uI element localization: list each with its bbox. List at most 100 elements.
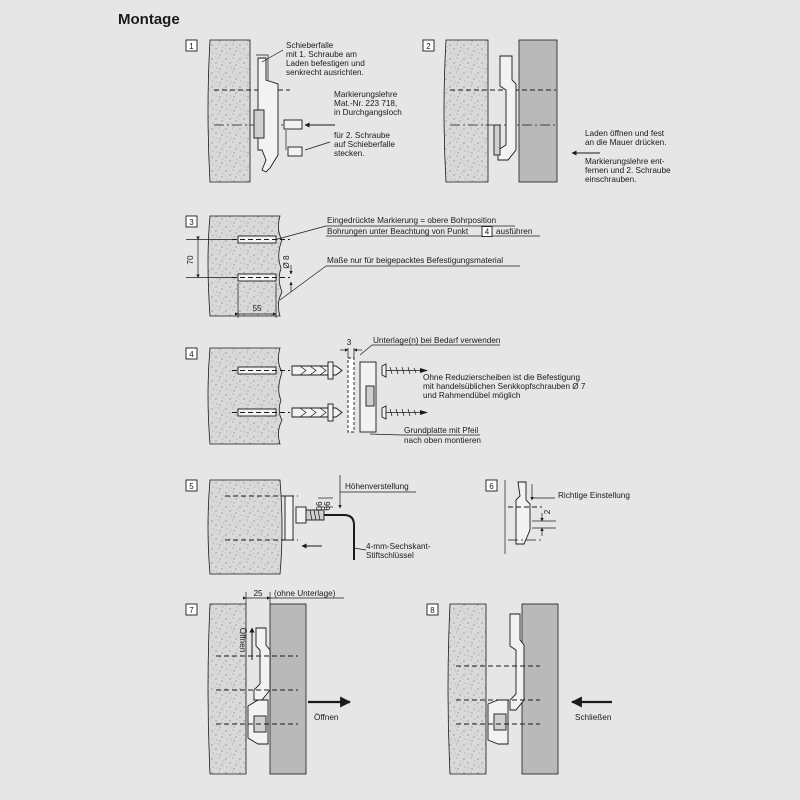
wall-stone xyxy=(207,347,283,445)
annotation: Richtige Einstellung xyxy=(558,491,630,500)
step-number-box xyxy=(185,215,198,228)
step-number: 6 xyxy=(489,482,494,491)
step-reference-box xyxy=(481,226,493,237)
step-number: 5 xyxy=(189,482,194,491)
dimension-label: 3 xyxy=(347,338,352,347)
base-plate-boss xyxy=(365,385,375,407)
annotation: Öffnen xyxy=(238,628,248,653)
annotation: Laden öffnen und fest xyxy=(585,129,665,138)
wall-plug xyxy=(291,407,343,418)
slide-latch xyxy=(257,57,279,173)
annotation: mit handelsüblichen Senkkopfschrauben Ø … xyxy=(423,382,586,391)
annotation: fernen und 2. Schraube xyxy=(585,166,671,175)
adjuster-block xyxy=(295,506,307,524)
wall-stone xyxy=(207,603,247,775)
annotation: Ohne Reduzierscheiben ist die Befestigun… xyxy=(423,373,580,382)
annotation: Markierungslehre ent- xyxy=(585,157,665,166)
annotation: auf Schieberfalle xyxy=(334,140,395,149)
step-number: 7 xyxy=(189,606,194,615)
step-1-panel: 1 Schieberfalle mit 1. Schraube am Laden… xyxy=(185,39,402,183)
annotation: Laden befestigen und xyxy=(286,59,365,68)
wall-stone xyxy=(207,479,283,575)
annotation: nach oben montieren xyxy=(404,436,481,445)
slide-latch xyxy=(515,481,531,545)
slide-latch xyxy=(509,613,525,711)
step-number: 1 xyxy=(189,42,194,51)
annotation: an die Mauer drücken. xyxy=(585,138,666,147)
shutter-panel xyxy=(518,39,558,183)
step-number: 4 xyxy=(189,350,194,359)
annotation: Grundplatte mit Pfeil xyxy=(404,426,478,435)
step-3-panel: 3 70 Ø 8 55 Eingedrückte Markierung = ob… xyxy=(185,215,540,318)
step-number-box xyxy=(422,39,435,52)
step-4-panel: 4 3 Unterlage(n) bei Bedarf verwenden Oh… xyxy=(185,336,586,445)
annotation: einschrauben. xyxy=(585,175,636,184)
step-6-panel: 6 2 Richtige Einstellung xyxy=(485,479,630,554)
dimension-label: 06 xyxy=(315,501,324,511)
step-number: 8 xyxy=(430,606,435,615)
slide-latch xyxy=(253,627,271,701)
step-2-panel: 2 Laden öffnen und fest an die Mauer drü… xyxy=(422,39,671,184)
dimension-label: 2 xyxy=(543,509,552,514)
step-number: 2 xyxy=(426,42,431,51)
step-5-panel: 5 Höhenverstellung 66 06 4-mm-Sechskant-… xyxy=(185,475,431,575)
wall-stone xyxy=(447,603,487,775)
annotation: Schließen xyxy=(575,713,612,722)
annotation: Schieberfalle xyxy=(286,41,334,50)
wall-stone xyxy=(443,39,489,183)
step-number: 3 xyxy=(189,218,194,227)
slide-latch xyxy=(497,55,517,161)
wall-stone xyxy=(207,39,251,183)
screw-head xyxy=(381,405,387,420)
base-plate xyxy=(284,495,294,541)
page-title: Montage xyxy=(118,11,180,28)
marking-gauge xyxy=(283,119,303,130)
annotation: Markierungslehre xyxy=(334,90,398,99)
dimension-label: 66 xyxy=(323,501,332,511)
step-number-box xyxy=(485,479,498,492)
annotation: Stiftschlüssel xyxy=(366,551,414,560)
wall-stone xyxy=(207,215,283,317)
dimension-label: Ø 8 xyxy=(282,255,291,269)
annotation: Öffnen xyxy=(314,712,339,722)
annotation: für 2. Schraube xyxy=(334,131,390,140)
wall-plug xyxy=(291,365,343,376)
annotation: Bohrungen unter Beachtung von Punkt xyxy=(327,227,469,236)
step-number-box xyxy=(185,39,198,52)
latch-plate xyxy=(253,109,265,139)
annotation: 4-mm-Sechskant- xyxy=(366,542,431,551)
annotation: (ohne Unterlage) xyxy=(274,589,336,598)
step-7-panel: 7 25 (ohne Unterlage) Öffnen Öffnen xyxy=(185,589,352,775)
annotation: ausführen xyxy=(496,227,533,236)
step-8-panel: 8 Schließen xyxy=(426,603,612,775)
screw-part xyxy=(287,146,303,157)
annotation: und Rahmendübel möglich xyxy=(423,391,521,400)
annotation: stecken. xyxy=(334,149,365,158)
step-number-box xyxy=(426,603,439,616)
washer xyxy=(327,403,334,422)
step-number-box xyxy=(185,479,198,492)
annotation: Maße nur für beigepacktes Befestigungsma… xyxy=(327,256,503,265)
annotation: in Durchgangsloch xyxy=(334,108,402,117)
annotation: mit 1. Schraube am xyxy=(286,50,357,59)
catch-bolt xyxy=(493,713,507,731)
shutter-panel xyxy=(269,603,307,775)
dimension-label: 55 xyxy=(252,304,262,313)
annotation: Mat.-Nr. 223 718, xyxy=(334,99,397,108)
annotation: Eingedrückte Markierung = obere Bohrposi… xyxy=(327,216,497,225)
dimension-label: 70 xyxy=(186,255,195,265)
shutter-panel xyxy=(521,603,559,775)
annotation: Unterlage(n) bei Bedarf verwenden xyxy=(373,336,501,345)
latch-plate xyxy=(493,124,501,156)
annotation: senkrecht ausrichten. xyxy=(286,68,364,77)
annotation: Höhenverstellung xyxy=(345,482,409,491)
step-number-box xyxy=(185,603,198,616)
step-reference: 4 xyxy=(485,228,490,237)
screw-head xyxy=(381,363,387,378)
washer xyxy=(327,361,334,380)
step-number-box xyxy=(185,347,198,360)
hex-key xyxy=(324,514,355,560)
spacer-plate xyxy=(347,357,355,433)
dimension-label: 25 xyxy=(253,589,263,598)
